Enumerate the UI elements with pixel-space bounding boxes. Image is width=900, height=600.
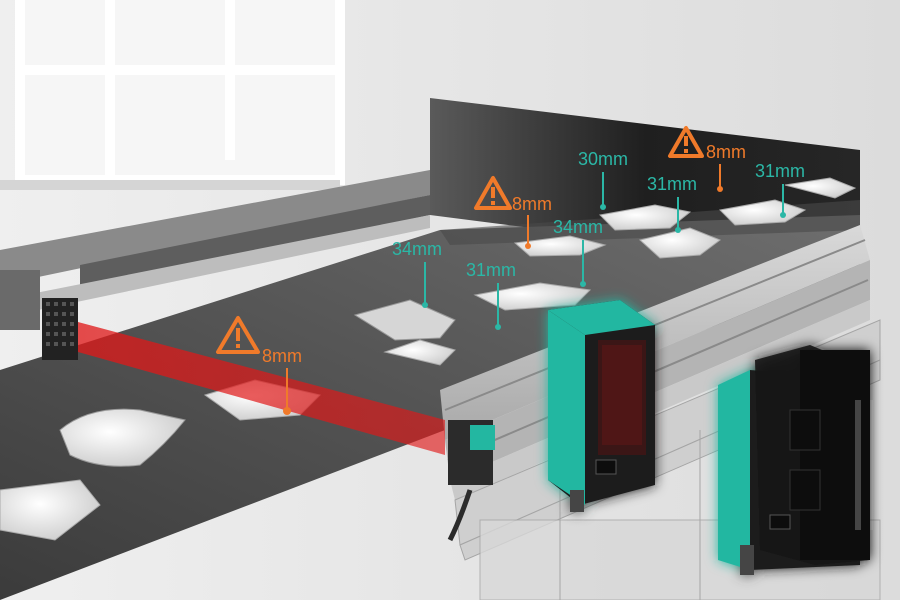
measurement-annotation: 30mm [578, 149, 628, 210]
warning-label: 8mm [706, 142, 746, 162]
sensor-large-bracket [718, 345, 870, 575]
measurement-annotation: 31mm [647, 174, 697, 233]
warning-triangle-icon [668, 126, 704, 158]
warning-label: 8mm [262, 346, 302, 366]
sensor-large-front [548, 300, 655, 512]
pouch [59, 408, 186, 467]
warning-annotation: 8mm [216, 316, 302, 408]
warning-annotation: 8mm [668, 126, 746, 192]
window [15, 0, 345, 185]
pouch [784, 177, 857, 199]
measurement-label: 31mm [647, 174, 697, 194]
measurement-annotation: 34mm [553, 217, 603, 287]
pouch [353, 299, 456, 341]
warning-triangle-icon [474, 176, 512, 210]
measurement-annotation: 34mm [392, 239, 442, 308]
measurement-label: 31mm [755, 161, 805, 181]
measurement-label: 34mm [553, 217, 603, 237]
warning-annotation: 8mm [474, 176, 552, 249]
warning-triangle-icon [216, 316, 260, 354]
warning-label: 8mm [512, 194, 552, 214]
small-sensor [447, 420, 495, 542]
measurement-label: 30mm [578, 149, 628, 169]
pouch [0, 479, 101, 541]
measurement-annotation: 31mm [466, 260, 516, 330]
measurement-annotation: 31mm [755, 161, 805, 218]
pouch [598, 204, 692, 231]
pouch [473, 282, 592, 311]
reflector [42, 298, 78, 360]
light-beam [78, 322, 445, 455]
side-rail-left [0, 170, 430, 330]
pouch [638, 227, 722, 259]
measurement-label: 34mm [392, 239, 442, 259]
pouch [383, 339, 456, 366]
measurement-label: 31mm [466, 260, 516, 280]
